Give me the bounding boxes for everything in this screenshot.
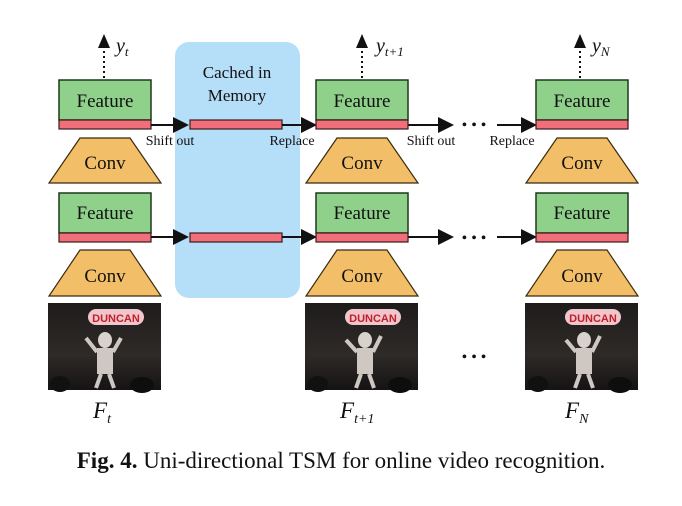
svg-text:DUNCAN: DUNCAN <box>92 313 140 325</box>
output-label-n: yN <box>590 35 611 59</box>
video-frame-icon: DUNCAN <box>305 303 418 393</box>
memory-label-line2: Memory <box>208 86 267 105</box>
feature-label: Feature <box>77 203 134 224</box>
label-shift-out: Shift out <box>146 134 195 149</box>
frame-label-n: FN <box>564 398 589 427</box>
feature-label: Feature <box>554 203 611 224</box>
label-replace: Replace <box>269 134 314 149</box>
column-t: yt Feature Conv Feature Conv DUNCAN <box>47 34 163 427</box>
caption-fig-number: Fig. 4. <box>76 448 138 473</box>
feature-label: Feature <box>77 91 134 112</box>
conv-block-top <box>524 137 640 184</box>
ellipsis-bottom: • • • <box>462 349 487 366</box>
ellipsis-top: • • • <box>462 117 487 134</box>
feature-block-top <box>535 79 629 121</box>
cached-bar-bottom <box>189 232 283 243</box>
up-arrow-icon <box>98 34 110 48</box>
feature-block-top <box>58 79 152 121</box>
up-arrow-icon <box>574 34 586 48</box>
feature-block-bottom <box>315 192 409 234</box>
output-label-t-plus-1: yt+1 <box>374 35 404 59</box>
shift-bar-top <box>58 119 152 130</box>
shift-bar-top <box>315 119 409 130</box>
figure-caption: Fig. 4. Uni-directional TSM for online v… <box>0 448 682 474</box>
conv-block-bottom <box>47 249 163 297</box>
conv-label: Conv <box>84 153 126 174</box>
conv-block-bottom <box>524 249 640 297</box>
shift-bar-bottom <box>535 232 629 243</box>
shift-bar-bottom <box>58 232 152 243</box>
conv-label: Conv <box>341 266 383 287</box>
feature-label: Feature <box>554 91 611 112</box>
feature-block-bottom <box>535 192 629 234</box>
svg-text:DUNCAN: DUNCAN <box>349 313 397 325</box>
conv-label: Conv <box>561 153 603 174</box>
conv-block-bottom <box>304 249 420 297</box>
conv-block-top <box>304 137 420 184</box>
up-arrow-icon <box>356 34 368 48</box>
shift-bar-bottom <box>315 232 409 243</box>
shift-bar-top <box>535 119 629 130</box>
output-label-t: yt <box>114 35 129 59</box>
column-n: yN Feature Conv Feature Conv DUNCAN FN <box>524 34 640 427</box>
feature-label: Feature <box>334 203 391 224</box>
conv-block-top <box>47 137 163 184</box>
ellipsis-middle: • • • <box>462 230 487 247</box>
column-t-plus-1: yt+1 Feature Conv Feature Conv DUNCAN Ft… <box>304 34 420 427</box>
video-frame-icon: DUNCAN <box>525 303 638 393</box>
video-frame-icon: DUNCAN <box>48 303 161 393</box>
svg-text:DUNCAN: DUNCAN <box>569 313 617 325</box>
frame-label-t-plus-1: Ft+1 <box>339 398 374 427</box>
feature-block-top <box>315 79 409 121</box>
frame-label-t: Ft <box>92 398 112 427</box>
caption-text: Uni-directional TSM for online video rec… <box>143 448 606 473</box>
conv-label: Conv <box>341 153 383 174</box>
memory-label-line1: Cached in <box>203 63 272 82</box>
label-replace-2: Replace <box>489 134 534 149</box>
cached-bar-top <box>189 119 283 130</box>
conv-label: Conv <box>84 266 126 287</box>
label-shift-out-2: Shift out <box>407 134 456 149</box>
conv-label: Conv <box>561 266 603 287</box>
feature-label: Feature <box>334 91 391 112</box>
